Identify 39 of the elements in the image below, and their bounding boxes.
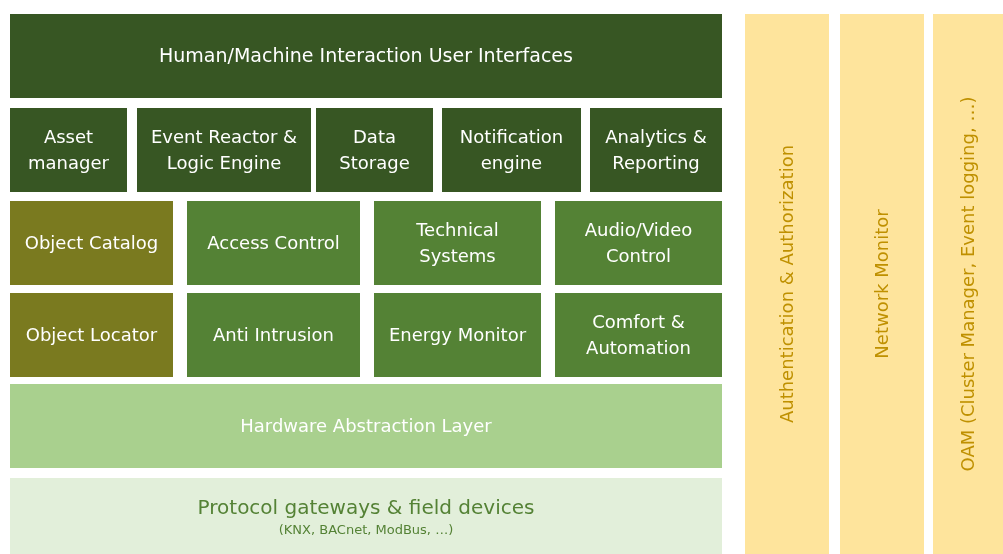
module-label: Protocol gateways & field devices (196, 494, 536, 522)
module-box (555, 201, 722, 285)
module-label: Analytics & Reporting (604, 124, 708, 175)
module-label: Object Locator (24, 322, 159, 347)
note-text: (KNX, BACnet, ModBus, …) (277, 522, 455, 539)
module-label: Data Storage (338, 124, 411, 175)
vertical-band (840, 14, 924, 554)
module-label: Energy Monitor (387, 322, 528, 347)
module-label: Hardware Abstraction Layer (239, 413, 493, 438)
module-box (442, 108, 581, 192)
module-label: Access Control (206, 230, 341, 255)
module-box (10, 293, 173, 377)
layer-band (10, 478, 722, 554)
module-label: Notification engine (458, 124, 565, 175)
module-label: Human/Machine Interaction User Interfaces (158, 43, 574, 69)
module-label: Asset manager (27, 124, 110, 175)
module-label: Comfort & Automation (585, 309, 692, 360)
vertical-band (745, 14, 829, 554)
module-box (316, 108, 433, 192)
module-label: Object Catalog (23, 230, 160, 255)
module-label: Anti Intrusion (212, 322, 335, 347)
module-label: Audio/Video Control (583, 217, 694, 268)
module-label: Event Reactor & Logic Engine (149, 124, 299, 175)
module-box (10, 108, 127, 192)
vertical-band (933, 14, 1003, 554)
layer-band (10, 14, 722, 98)
module-box (10, 201, 173, 285)
module-label: Network Monitor (869, 208, 893, 361)
module-label: Authentication & Authorization (774, 143, 798, 426)
module-box (374, 293, 541, 377)
module-box (187, 201, 360, 285)
module-box (590, 108, 722, 192)
module-box (555, 293, 722, 377)
module-box (374, 201, 541, 285)
module-label: Technical Systems (415, 217, 500, 268)
module-box (187, 293, 360, 377)
module-label: OAM (Cluster Manager, Event logging, …) (955, 95, 979, 474)
layer-band (10, 384, 722, 468)
module-box (137, 108, 311, 192)
